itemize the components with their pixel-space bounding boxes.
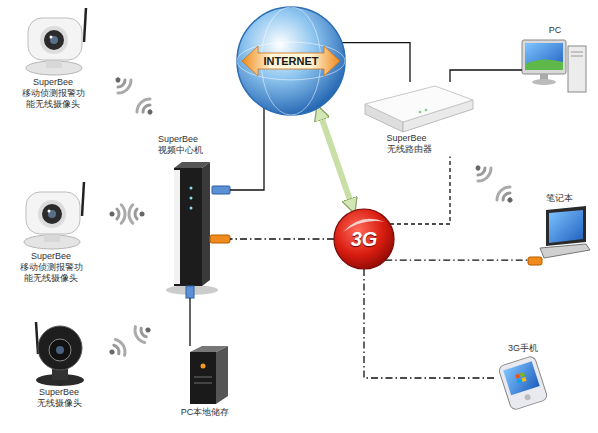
- network-link: [364, 269, 494, 378]
- node-label: PC: [540, 24, 570, 38]
- wireless-signal: [105, 72, 518, 361]
- laptop-node: 笔记本: [528, 192, 590, 270]
- network-link: [342, 43, 410, 82]
- phone-node: 3G手机: [494, 342, 552, 410]
- router-icon: [365, 86, 473, 132]
- camera-icon: [36, 322, 84, 386]
- camera-node: SuperBee 无线摄像头: [24, 318, 94, 411]
- node-label: 3G: [351, 228, 378, 251]
- router-node: SuperBee 无线路由器: [360, 82, 475, 157]
- network-link: [230, 108, 264, 190]
- network-link: [189, 298, 190, 346]
- node-label: SuperBee 移动侦测报警功能无线摄像头: [18, 250, 84, 285]
- camera-icon: [24, 182, 84, 249]
- node-label: SuperBee 无线路由器: [387, 132, 449, 157]
- camera-node: SuperBee 移动侦测报警功能无线摄像头: [6, 178, 96, 285]
- node-label: SuperBee 无线摄像头: [28, 386, 90, 411]
- storage-icon: [190, 346, 228, 404]
- network-link: [230, 238, 334, 239]
- video-center-icon: [166, 162, 230, 298]
- phone-icon: [498, 355, 548, 410]
- network-link: [385, 260, 528, 261]
- pc-icon: [522, 40, 586, 92]
- laptop-icon: [528, 206, 590, 265]
- node-label: 3G手机: [503, 342, 543, 356]
- node-label: INTERNET: [264, 55, 319, 67]
- network-3g-badge: 3G: [333, 208, 395, 270]
- camera-icon: [26, 8, 86, 75]
- node-label: PC本地储存: [175, 406, 235, 420]
- node-label: SuperBee 移动侦测报警功能无线摄像头: [20, 76, 86, 111]
- network-link: [450, 70, 522, 82]
- node-label: SuperBee 视频中心机: [158, 133, 222, 158]
- node-label: 笔记本: [539, 192, 579, 206]
- internet-globe: INTERNET: [236, 6, 346, 116]
- camera-node: SuperBee 移动侦测报警功能无线摄像头: [8, 4, 98, 111]
- storage-node: PC本地储存: [170, 346, 240, 420]
- video-center-node: SuperBee 视频中心机: [150, 133, 230, 298]
- pc-node: PC: [522, 24, 588, 94]
- network-link: [390, 157, 450, 224]
- internet-link-arrow: [318, 108, 354, 211]
